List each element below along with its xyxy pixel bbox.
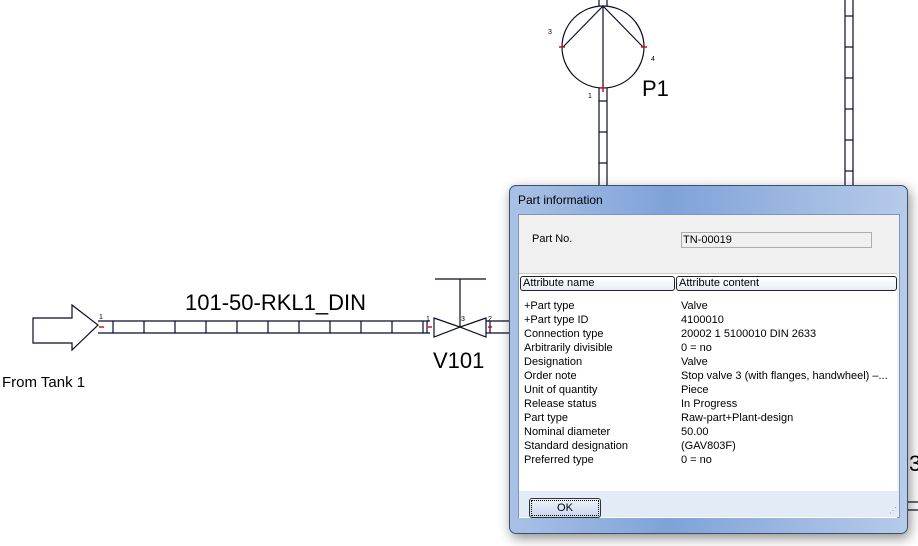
attribute-content: 4100010 bbox=[681, 314, 724, 326]
pump-p1-symbol bbox=[561, 0, 645, 89]
attribute-name: +Part type bbox=[524, 300, 575, 312]
attribute-content: 0 = no bbox=[681, 342, 712, 354]
column-header-attribute-content[interactable]: Attribute content bbox=[676, 276, 897, 291]
port-number: 1 bbox=[588, 93, 592, 100]
attribute-content: Valve bbox=[681, 300, 708, 312]
attribute-row[interactable]: Standard designation (GAV803F) bbox=[524, 439, 894, 453]
attribute-content: 0 = no bbox=[681, 454, 712, 466]
dialog-title[interactable]: Part information bbox=[518, 193, 603, 207]
attribute-row[interactable]: Preferred type 0 = no bbox=[524, 453, 894, 467]
attribute-row[interactable]: Part type Raw-part+Plant-design bbox=[524, 411, 894, 425]
attribute-content: Raw-part+Plant-design bbox=[681, 412, 794, 424]
attribute-row[interactable]: +Part type Valve bbox=[524, 299, 894, 313]
pipe-label: 101-50-RKL1_DIN bbox=[185, 290, 366, 315]
ok-button[interactable]: OK bbox=[529, 498, 601, 518]
attribute-content: In Progress bbox=[681, 398, 738, 410]
attribute-row[interactable]: Designation Valve bbox=[524, 355, 894, 369]
part-information-dialog: Part information Part No. TN-00019 Attri… bbox=[509, 185, 908, 534]
attribute-row[interactable]: Unit of quantity Piece bbox=[524, 383, 894, 397]
attribute-list[interactable]: Attribute name Attribute content +Part t… bbox=[519, 273, 897, 518]
attribute-name: Preferred type bbox=[524, 454, 594, 466]
port-number: 1 bbox=[426, 316, 430, 323]
pipe-pump-outlet bbox=[598, 88, 608, 190]
attribute-row[interactable]: Order note Stop valve 3 (with flanges, ha… bbox=[524, 369, 894, 383]
attribute-name: Arbitrarily divisible bbox=[524, 342, 613, 354]
attribute-name: Standard designation bbox=[524, 440, 628, 452]
attribute-row[interactable]: Nominal diameter 50.00 bbox=[524, 425, 894, 439]
pipe-101 bbox=[98, 320, 430, 334]
attribute-content: Valve bbox=[681, 356, 708, 368]
part-no-field[interactable]: TN-00019 bbox=[681, 232, 872, 248]
port-number: 3 bbox=[548, 29, 552, 36]
part-no-label: Part No. bbox=[532, 233, 573, 245]
attribute-content: Piece bbox=[681, 384, 709, 396]
attribute-content: 50.00 bbox=[681, 426, 709, 438]
attribute-name: Release status bbox=[524, 398, 597, 410]
attribute-row[interactable]: Arbitrarily divisible 0 = no bbox=[524, 341, 894, 355]
pipe-right bbox=[844, 0, 854, 186]
attribute-name: +Part type ID bbox=[524, 314, 589, 326]
attribute-name: Order note bbox=[524, 370, 577, 382]
source-arrow-symbol bbox=[32, 303, 99, 352]
port-number: 2 bbox=[488, 316, 492, 323]
port-number: 1 bbox=[99, 314, 103, 321]
attribute-content: (GAV803F) bbox=[681, 440, 736, 452]
attribute-name: Part type bbox=[524, 412, 569, 424]
resize-grip-icon[interactable]: ⋰ bbox=[889, 506, 897, 515]
attribute-row[interactable]: Connection type 20002 1 5100010 DIN 2633 bbox=[524, 327, 894, 341]
attribute-name: Connection type bbox=[524, 328, 604, 340]
port-number: 3 bbox=[909, 451, 918, 476]
attribute-content: 20002 1 5100010 DIN 2633 bbox=[681, 328, 817, 340]
column-header-attribute-name[interactable]: Attribute name bbox=[520, 276, 675, 291]
source-label: From Tank 1 bbox=[2, 374, 86, 391]
attribute-content: Stop valve 3 (with flanges, handwheel) –… bbox=[681, 370, 888, 382]
attribute-row[interactable]: +Part type ID 4100010 bbox=[524, 313, 894, 327]
port-number: 3 bbox=[461, 316, 465, 323]
attribute-name: Designation bbox=[524, 356, 583, 368]
attribute-name: Nominal diameter bbox=[524, 426, 611, 438]
valve-label[interactable]: V101 bbox=[433, 348, 485, 373]
valve-v101-symbol bbox=[426, 278, 510, 338]
pump-label[interactable]: P1 bbox=[642, 76, 669, 101]
attribute-row[interactable]: Release status In Progress bbox=[524, 397, 894, 411]
attribute-name: Unit of quantity bbox=[524, 384, 598, 396]
port-number: 4 bbox=[651, 56, 655, 63]
